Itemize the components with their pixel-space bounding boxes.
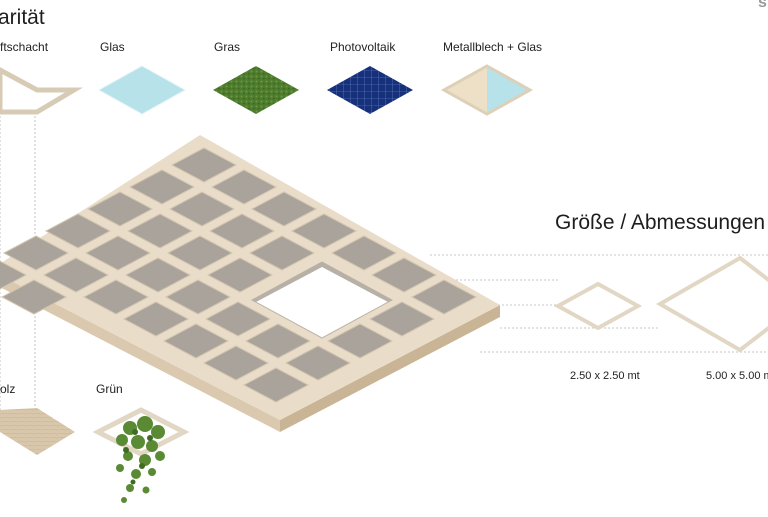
size-heading: Größe / Abmessungen [555,211,766,234]
grid-structure [0,135,500,432]
size-label-small: 2.50 x 2.50 mt [570,370,640,382]
swatch-luftschacht [0,67,84,115]
swatch-glas [97,65,187,115]
material-label-metallblech-glas: Metallblech + Glas [443,40,543,54]
swatch-gras [213,66,299,114]
material-label-gruen: Grün [96,382,123,396]
guide-lines [0,112,768,430]
swatch-gruen [92,407,190,503]
swatch-photovoltaik [327,66,413,114]
material-label-photovoltaik: Photovoltaik [330,40,396,54]
material-label-gras: Gras [214,40,241,54]
material-label-holz: olz [0,382,16,396]
material-label-glas: Glas [100,40,125,54]
page-heading: arität [0,6,45,29]
logo-fragment: s [758,0,767,11]
swatch-holz [0,408,75,455]
material-label-luftschacht: ftschacht [0,40,49,54]
size-label-large: 5.00 x 5.00 m [706,370,768,382]
size-large-outline [655,255,768,353]
swatch-metallblech-glas [440,64,534,116]
size-small-outline [553,281,643,331]
